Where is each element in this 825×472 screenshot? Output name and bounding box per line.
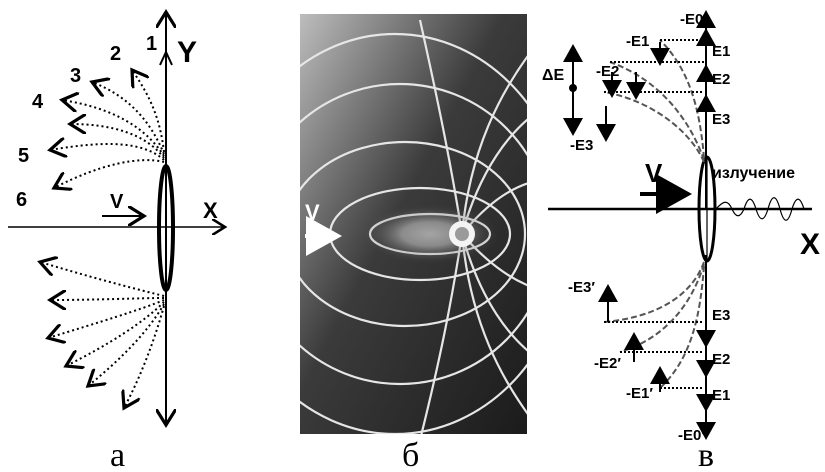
panel-a-axis-tick-arrow (159, 49, 173, 66)
panel-a-y-label: Y (177, 36, 197, 69)
field-line-l5 (88, 303, 165, 386)
field-line-l1 (40, 262, 165, 297)
label-e3-lower: E3 (712, 307, 730, 324)
panel-a-lower-field-lines (40, 262, 165, 408)
c-field-up-1 (659, 39, 705, 159)
panel-c-radiation-label: излучение (712, 165, 795, 182)
panel-b-field-image: V б (300, 14, 527, 472)
panel-c-v-label: V (645, 158, 663, 188)
radiation-wave (715, 197, 805, 221)
panel-b-glow (360, 204, 500, 264)
field-line-2 (132, 70, 165, 153)
label-minus-e1: -E1 (626, 33, 649, 50)
panel-b-caption: б (402, 437, 419, 472)
label-minus-e2-prime: -E2′ (594, 355, 621, 372)
label-minus-e2: -E2 (596, 63, 619, 80)
field-line-l2 (50, 298, 165, 300)
panel-a-line-label-2: 2 (110, 43, 121, 65)
panel-c-caption: в (698, 437, 714, 472)
radial-line-1 (460, 55, 527, 235)
c-field-low-1 (603, 261, 705, 323)
field-loop-5 (300, 32, 527, 434)
field-loop-3 (300, 140, 527, 328)
panel-a-caption: а (110, 437, 125, 472)
panel-a-upper-field-lines (50, 70, 165, 188)
panel-c-lower-vectors (598, 284, 716, 412)
panel-a-diagram: Y X V 1 2 3 4 5 6 а (8, 12, 225, 472)
panel-c-delta-e-label: ΔE (542, 67, 565, 84)
label-e2-lower: E2 (712, 351, 730, 368)
label-e3: E3 (712, 111, 730, 128)
panel-a-charge-disk (157, 164, 175, 292)
radial-line-6 (460, 233, 527, 415)
panel-a-line-label-5: 5 (18, 145, 29, 167)
panel-a-v-label: V (110, 191, 124, 213)
panel-a-line-label-6: 6 (16, 189, 27, 211)
field-line-4 (62, 100, 165, 157)
label-minus-e0: -E0 (680, 11, 703, 28)
field-line-l6 (124, 305, 165, 408)
field-line-3 (92, 82, 165, 155)
panel-c-upper-vectors (596, 28, 716, 142)
field-loop-4 (300, 82, 527, 386)
label-minus-e3: -E3 (570, 137, 593, 154)
panel-a-line-label-4: 4 (32, 91, 44, 113)
field-line-6 (54, 159, 165, 188)
field-line-5 (50, 144, 165, 161)
label-minus-e1-prime: -E1′ (626, 385, 653, 402)
delta-e-indicator (563, 44, 583, 136)
panel-a-line-label-3: 3 (70, 65, 81, 87)
panel-a-x-label: X (203, 198, 218, 223)
label-e1-lower: E1 (712, 387, 730, 404)
field-line-l4 (66, 301, 165, 366)
panel-b-charge-core (455, 227, 469, 241)
panel-a-line-label-1: 1 (146, 33, 157, 55)
panel-c-x-label: X (800, 228, 820, 261)
panel-c-upper-field-lines (603, 39, 705, 163)
label-e2: E2 (712, 71, 730, 88)
label-minus-e0-prime: -E0′ (678, 427, 705, 444)
label-minus-e3-prime: -E3′ (568, 279, 595, 296)
panel-b-v-label: V (305, 200, 320, 225)
label-e1: E1 (712, 43, 730, 60)
field-line-l3 (48, 299, 165, 338)
field-line-4b (70, 124, 165, 159)
panel-c-diagram: X V излучение ΔE -E0 E1 E2 E3 -E1 -E2 -E… (542, 10, 820, 472)
c-field-up-2 (609, 61, 705, 161)
